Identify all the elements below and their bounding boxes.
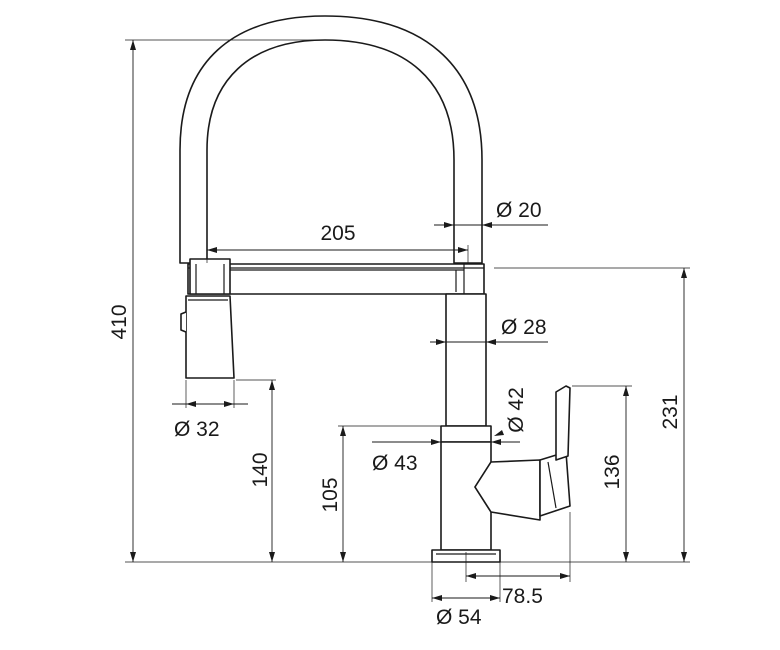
- gooseneck-arch: [179, 15, 483, 264]
- label-total-height: 410: [108, 304, 131, 339]
- lever-cartridge: [474, 459, 541, 521]
- label-lever-offset: 78.5: [502, 585, 543, 608]
- label-mixer-diameter: Ø 43: [372, 452, 418, 475]
- label-lever-height: 136: [601, 454, 624, 489]
- faucet-body: [445, 293, 487, 427]
- label-spray-clearance: 140: [249, 452, 272, 487]
- mixer-collar: [440, 425, 492, 443]
- label-body-diameter: Ø 28: [501, 316, 547, 339]
- label-hose-diameter: Ø 20: [496, 199, 542, 222]
- dimension-lines: [125, 39, 690, 602]
- spout-collar: [187, 263, 485, 295]
- label-spray-head-diameter: Ø 32: [174, 418, 220, 441]
- spray-head: [185, 295, 235, 379]
- faucet-outline: [179, 15, 571, 563]
- lever-handle: [555, 385, 571, 461]
- label-lever-diameter: Ø 42: [505, 387, 528, 433]
- spray-head-cap: [189, 258, 231, 295]
- label-base-diameter: Ø 54: [436, 606, 482, 629]
- dimension-labels: 410 205 Ø 20 Ø 28 Ø 32 140 105 Ø 43 Ø 42…: [108, 199, 682, 629]
- label-spout-reach: 205: [320, 222, 355, 245]
- spray-button: [180, 311, 187, 333]
- label-mixer-height: 105: [319, 477, 342, 512]
- lever-housing: [539, 451, 571, 517]
- label-spout-height: 231: [659, 394, 682, 429]
